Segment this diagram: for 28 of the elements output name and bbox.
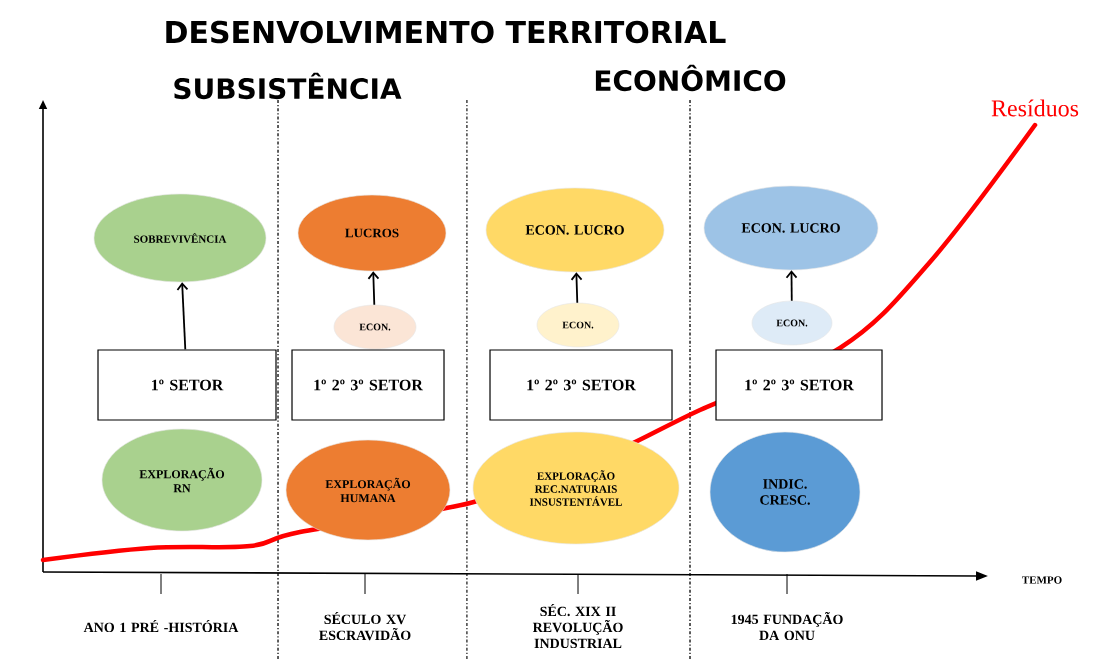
sector-box: 1º 2º 3º SETOR bbox=[489, 349, 673, 421]
ellipse-node: EXPLORAÇÃO RN bbox=[101, 428, 263, 532]
arrow bbox=[367, 271, 380, 306]
curve-label: Resíduos bbox=[991, 99, 1079, 117]
ellipse-node: ECON. bbox=[751, 300, 833, 346]
subtitle: SUBSISTÊNCIA bbox=[174, 72, 402, 100]
period-label: 1945 FUNDAÇÃO DA ONU bbox=[731, 611, 843, 641]
period-label: SÉCULO XV ESCRAVIDÃO bbox=[319, 611, 411, 641]
ellipse-node: ECON. LUCRO bbox=[703, 185, 879, 271]
period-label: SÉC. XIX II REVOLUÇÃO INDUSTRIAL bbox=[532, 603, 623, 649]
ellipse-node: ECON. bbox=[536, 302, 620, 348]
period-label: ANO 1 PRÉ -HISTÓRIA bbox=[83, 619, 239, 633]
ellipse-node: ECON. bbox=[333, 304, 417, 350]
ellipse-node: EXPLORAÇÃO REC.NATURAIS INSUSTENTÁVEL bbox=[472, 431, 680, 545]
axis-label: TEMPO bbox=[1022, 576, 1062, 584]
ellipse-node: ECON. LUCRO bbox=[485, 187, 665, 273]
title: DESENVOLVIMENTO TERRITORIAL bbox=[166, 20, 726, 44]
ellipse-node: EXPLORAÇÃO HUMANA bbox=[285, 439, 451, 541]
ellipse-node: SOBREVIVÊNCIA bbox=[93, 193, 267, 283]
subtitle: ECONÔMICO bbox=[595, 64, 786, 92]
sector-box: 1º SETOR bbox=[97, 349, 277, 421]
arrow bbox=[570, 272, 583, 304]
arrow bbox=[176, 282, 189, 351]
ellipse-node: INDIC. CRESC. bbox=[709, 431, 861, 553]
ellipse-node: LUCROS bbox=[297, 194, 447, 272]
sector-box: 1º 2º 3º SETOR bbox=[291, 349, 445, 421]
arrow bbox=[785, 270, 798, 302]
sector-box: 1º 2º 3º SETOR bbox=[715, 349, 883, 421]
